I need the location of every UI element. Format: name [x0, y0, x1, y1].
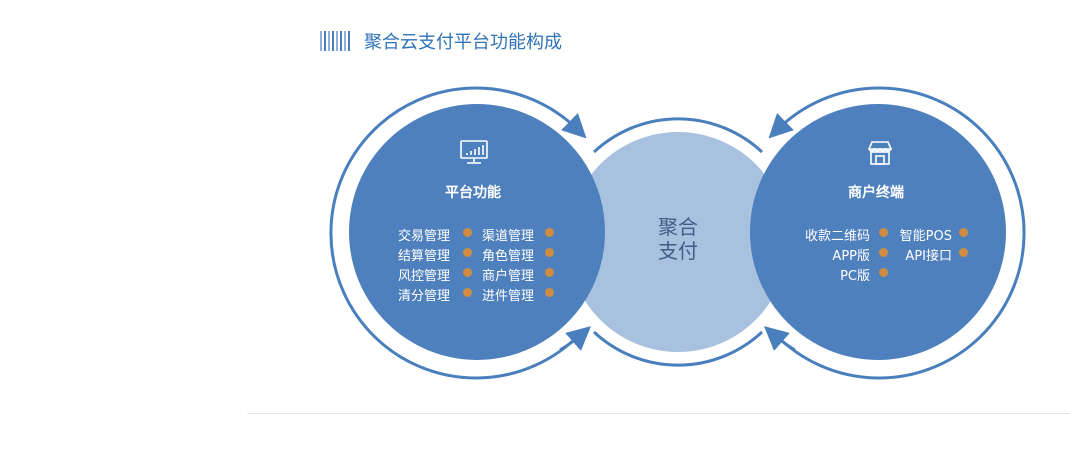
center-ring-bottom	[592, 330, 764, 367]
left-ring-bottom-arrow	[559, 326, 592, 352]
left-item: 交易管理	[398, 229, 451, 244]
left-item: 进件管理	[482, 289, 535, 304]
left-item: 角色管理	[482, 249, 535, 264]
bullet-dot	[463, 268, 472, 277]
barcode-icon	[320, 31, 350, 51]
center-label: 聚合 支付	[658, 215, 698, 263]
bullet-dot	[879, 228, 888, 237]
left-item: 商户管理	[482, 269, 535, 284]
bullet-dot	[463, 228, 472, 237]
bullet-dot	[545, 228, 554, 237]
center-ring-top	[592, 117, 764, 154]
bullet-dot	[545, 248, 554, 257]
left-item: 清分管理	[398, 289, 451, 304]
right-ring-arrow	[768, 86, 1026, 380]
right-item: 智能POS	[899, 229, 952, 244]
bullet-dot	[959, 248, 968, 257]
section-title: 聚合云支付平台功能构成	[320, 28, 562, 54]
right-ring-bottom-arrow	[763, 326, 796, 352]
monitor-chart-icon	[460, 140, 488, 164]
left-item: 渠道管理	[482, 229, 535, 244]
center-line-1: 聚合	[658, 215, 698, 239]
left-item: 结算管理	[398, 249, 451, 264]
right-item: PC版	[840, 269, 870, 284]
bullet-dot	[879, 248, 888, 257]
left-item: 风控管理	[398, 269, 451, 284]
store-icon	[867, 141, 893, 165]
bullet-dot	[463, 248, 472, 257]
right-item: API接口	[905, 249, 952, 264]
right-item: 收款二维码	[804, 229, 870, 244]
left-heading: 平台功能	[445, 185, 501, 201]
bullet-dot	[545, 268, 554, 277]
left-circle	[349, 104, 605, 360]
bullet-dot	[959, 228, 968, 237]
left-ring-arrow	[329, 86, 587, 380]
center-circle	[568, 132, 788, 352]
bullet-dot	[879, 268, 888, 277]
right-heading: 商户终端	[848, 185, 904, 201]
divider	[247, 413, 1070, 414]
right-item: APP版	[832, 249, 870, 264]
center-line-2: 支付	[658, 239, 698, 263]
bullet-dot	[463, 288, 472, 297]
right-circle	[750, 104, 1006, 360]
title-text: 聚合云支付平台功能构成	[364, 32, 562, 53]
bullet-dot	[545, 288, 554, 297]
